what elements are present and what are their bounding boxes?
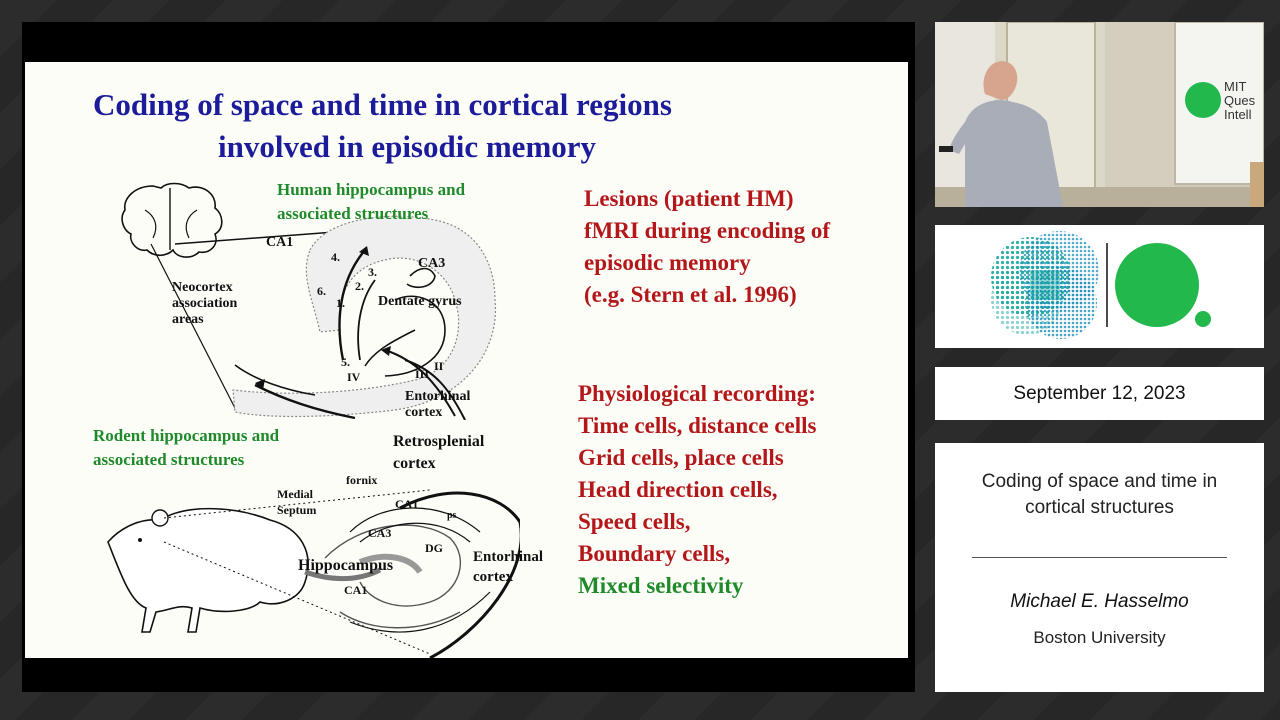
label-neocortex-2: association — [172, 296, 238, 311]
rodent-hippocampus-label-1: Rodent hippocampus and — [93, 426, 280, 445]
label-layer-ii: II — [434, 359, 444, 373]
speaker-name: Michael E. Hasselmo — [1010, 591, 1189, 612]
label-step-5: 5. — [341, 355, 350, 369]
label-step-6: 6. — [317, 284, 326, 298]
slide-title-line-1: Coding of space and time in cortical reg… — [93, 87, 672, 122]
speaker-video-scene — [935, 22, 1264, 207]
label-fornix: fornix — [346, 473, 378, 487]
mit-sign-text: MIT Ques Intell — [1224, 80, 1255, 122]
lesions-line-2: fMRI during encoding of — [584, 218, 830, 243]
label-neocortex-1: Neocortex — [172, 280, 233, 295]
label-rodent-entorhinal-2: cortex — [473, 569, 513, 585]
presentation-slide-frame: Coding of space and time in cortical reg… — [22, 22, 915, 692]
label-rodent-entorhinal-1: Entorhinal — [473, 549, 544, 565]
recording-line-4: Head direction cells, — [578, 477, 778, 502]
label-hippocampus: Hippocampus — [298, 557, 394, 574]
label-ca3: CA3 — [368, 526, 392, 540]
label-medial-septum-2: Septum — [277, 503, 317, 517]
mit-logo-dot — [1185, 82, 1221, 118]
talk-title: Coding of space and time in cortical str… — [981, 471, 1218, 518]
label-step-2: 2. — [355, 279, 364, 293]
human-hippocampus-label-2: associated structures — [277, 204, 429, 223]
mit-sign-line-2: Ques — [1224, 93, 1256, 108]
recording-line-3: Grid cells, place cells — [578, 445, 784, 470]
recording-line-5: Speed cells, — [578, 509, 691, 534]
label-ca3: CA3 — [418, 256, 446, 271]
label-ca1-top: CA1 — [395, 497, 419, 511]
label-dg: DG — [425, 541, 443, 555]
lesions-line-1: Lesions (patient HM) — [584, 186, 794, 211]
label-entorhinal-1: Entorhinal — [405, 389, 471, 404]
slide-title-line-2: involved in episodic memory — [218, 129, 597, 164]
label-step-3: 3. — [368, 265, 377, 279]
label-neocortex-3: areas — [172, 312, 204, 327]
mit-quest-logo — [991, 231, 1211, 339]
label-entorhinal-2: cortex — [405, 405, 443, 420]
lesions-line-4: (e.g. Stern et al. 1996) — [584, 282, 797, 307]
label-ps: ps — [447, 510, 457, 521]
recording-line-2: Time cells, distance cells — [578, 413, 817, 438]
speaker-affiliation: Boston University — [1033, 628, 1166, 647]
mit-sign-line-3: Intell — [1224, 107, 1252, 122]
rodent-hippocampus-label-2: associated structures — [93, 450, 245, 469]
divider — [972, 557, 1227, 558]
label-layer-iii: III — [415, 367, 430, 381]
recording-line-6: Boundary cells, — [578, 541, 731, 566]
speaker-video: MIT Ques Intell — [935, 22, 1264, 207]
label-step-4: 4. — [331, 250, 340, 264]
label-dentate-gyrus: Dentate gyrus — [378, 294, 462, 309]
mit-sign-line-1: MIT — [1224, 79, 1247, 94]
label-ca1: CA1 — [266, 235, 294, 250]
recording-line-7: Mixed selectivity — [578, 573, 744, 598]
label-retrosplenial-2: cortex — [393, 455, 436, 472]
rodent-hippocampus-diagram — [107, 489, 520, 658]
label-layer-iv: IV — [347, 370, 361, 384]
recording-line-1: Physiological recording: — [578, 381, 816, 406]
event-date: September 12, 2023 — [1013, 382, 1186, 404]
mit-quest-logo-panel — [935, 225, 1264, 348]
lesions-line-3: episodic memory — [584, 250, 751, 275]
label-step-1: 1. — [336, 296, 345, 310]
label-ca1-bottom: CA1 — [344, 583, 368, 597]
human-hippocampus-diagram — [121, 182, 497, 420]
presentation-slide: Coding of space and time in cortical reg… — [25, 62, 908, 658]
label-medial-septum-1: Medial — [277, 487, 313, 501]
label-retrosplenial-1: Retrosplenial — [393, 433, 485, 450]
talk-info-panel: Coding of space and time in cortical str… — [935, 443, 1264, 692]
date-panel: September 12, 2023 — [935, 367, 1264, 420]
human-hippocampus-label-1: Human hippocampus and — [277, 180, 466, 199]
